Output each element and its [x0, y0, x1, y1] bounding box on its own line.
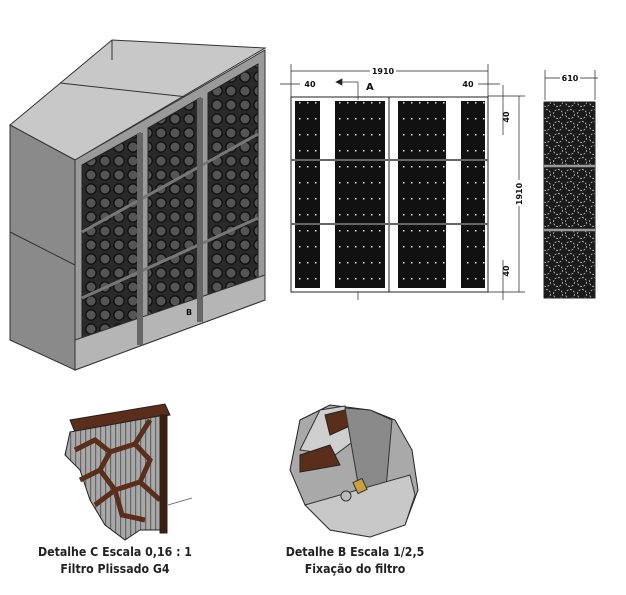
detail-c-filter	[64, 403, 193, 541]
front-view: 1910 40 40 A 1910 40 40	[280, 64, 525, 300]
bottom-margin-dimension: 40	[502, 265, 511, 277]
detail-b-caption: Detalhe B Escala 1/2,5 Fixação do filtro	[271, 543, 438, 577]
right-margin-dimension: 40	[462, 80, 474, 89]
filter-panel	[295, 101, 320, 288]
detail-b-title: Detalhe B Escala 1/2,5	[285, 544, 425, 559]
filter-panel	[335, 101, 385, 288]
depth-dimension: 610	[562, 74, 579, 83]
detail-c-caption: Detalhe C Escala 0,16 : 1 Filtro Plissad…	[31, 543, 198, 577]
top-margin-dimension: 40	[502, 111, 511, 123]
left-margin-dimension: 40	[304, 80, 316, 89]
isometric-view: B	[9, 39, 267, 371]
filter-column-3	[207, 63, 259, 316]
detail-c-title: Detalhe C Escala 0,16 : 1	[38, 544, 192, 559]
section-marker-b: B	[186, 308, 192, 317]
detail-b-subtitle: Fixação do filtro	[304, 561, 406, 576]
filter-panel	[461, 101, 485, 288]
section-label-a: A	[366, 82, 374, 93]
filter-panel	[398, 101, 446, 288]
side-view: 610	[543, 70, 598, 299]
detail-b-fixing	[289, 404, 419, 538]
detail-c-subtitle: Filtro Plissado G4	[60, 561, 170, 576]
left-side-panel	[9, 124, 76, 371]
width-dimension: 1910	[372, 67, 395, 76]
height-dimension: 1910	[515, 182, 524, 205]
